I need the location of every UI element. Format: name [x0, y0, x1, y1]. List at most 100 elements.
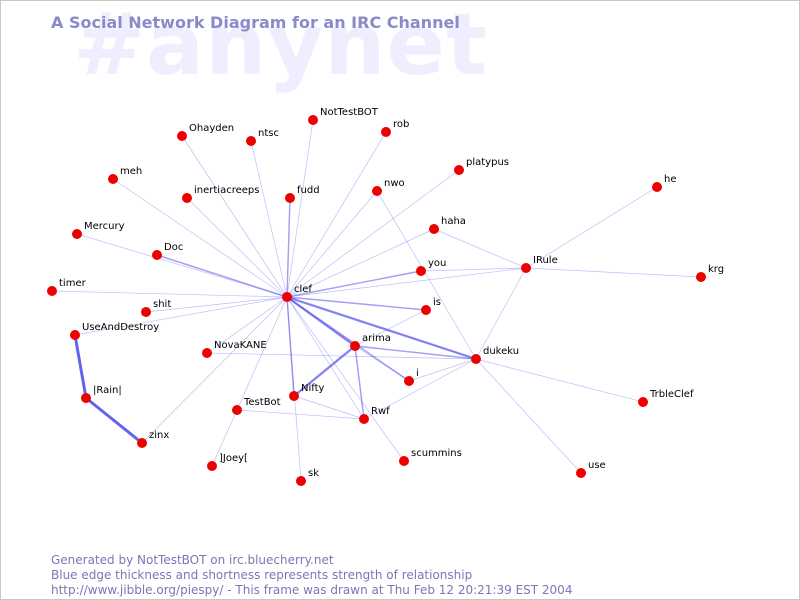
edge-clef-ntsc [250, 140, 288, 298]
edge-clef-Nifty [286, 296, 295, 397]
node-label: haha [441, 216, 466, 227]
footer-url-line: http://www.jibble.org/piespy/ - This fra… [51, 583, 573, 597]
edge-arima-dukeku [354, 345, 477, 360]
node-dot [471, 354, 481, 364]
node-he: he [652, 174, 677, 192]
node-IRule: IRule [521, 255, 558, 273]
node-label: use [588, 460, 606, 471]
node-dot [70, 330, 80, 340]
node-meh: meh [108, 166, 142, 184]
edge-IRule-dukeku [475, 267, 527, 360]
node-label: meh [120, 166, 142, 177]
node-shit: shit [141, 299, 171, 317]
node-Ohayden: Ohayden [177, 123, 234, 141]
node-label: zinx [149, 430, 169, 441]
node-dot [404, 376, 414, 386]
edge-clef-dukeku [285, 295, 478, 361]
node-dot [141, 307, 151, 317]
node-dot [289, 391, 299, 401]
node-label: shit [153, 299, 171, 310]
node-label: is [433, 297, 441, 308]
node-dot [454, 165, 464, 175]
node-label: ntsc [258, 128, 279, 139]
node-dot [416, 266, 426, 276]
node-label: he [664, 174, 677, 185]
node-label: |Rain| [93, 385, 122, 396]
edge-TestBot-Rwf [236, 409, 365, 420]
edge-arima-Nifty [292, 344, 357, 398]
node-label: you [428, 258, 446, 269]
edge-dukeku-i [408, 358, 477, 382]
node-krg: krg [696, 264, 724, 282]
node-Joey: ]Joey[ [207, 453, 248, 471]
node-label: TestBot [243, 397, 281, 408]
node-label: rob [393, 119, 409, 130]
node-label: platypus [466, 157, 509, 168]
edge-layer [51, 119, 702, 482]
node-you: you [416, 258, 446, 276]
node-nwo: nwo [372, 178, 405, 196]
edge-clef-haha [286, 228, 435, 298]
edge-clef-fudd [286, 197, 291, 298]
node-label: NovaKANE [214, 340, 267, 351]
edge-clef-IRule [286, 267, 527, 298]
node-label: clef [294, 284, 312, 295]
node-NotTestBOT: NotTestBOT [308, 107, 379, 125]
node-label: ]Joey[ [219, 453, 248, 464]
edge-clef-shit [145, 296, 288, 313]
node-ntsc: ntsc [246, 128, 279, 146]
node-label: scummins [411, 448, 462, 459]
node-dot [207, 461, 217, 471]
node-timer: timer [47, 278, 87, 296]
edge-arima-i [354, 345, 410, 382]
node-dot [399, 456, 409, 466]
node-dot [232, 405, 242, 415]
edge-he-IRule [525, 186, 658, 269]
node-dot [282, 292, 292, 302]
node-haha: haha [429, 216, 466, 234]
node-use: use [576, 460, 606, 478]
edge-clef-platypus [286, 169, 460, 298]
node-label: fudd [297, 185, 320, 196]
node-dot [137, 438, 147, 448]
node-dot [521, 263, 531, 273]
channel-watermark: #anynet [73, 0, 489, 95]
node-label: Mercury [84, 221, 125, 232]
node-dot [372, 186, 382, 196]
node-clef: clef [282, 284, 312, 302]
edge-clef-NovaKANE [206, 296, 288, 354]
edge-TestBot-Joey [211, 409, 238, 467]
diagram-title: A Social Network Diagram for an IRC Chan… [51, 13, 460, 32]
footer-legend-line: Blue edge thickness and shortness repres… [51, 568, 473, 582]
footer: Generated by NotTestBOT on irc.bluecherr… [51, 553, 572, 598]
node-label: inertiacreeps [194, 185, 259, 196]
node-label: TrbleClef [649, 389, 694, 400]
node-dot [350, 341, 360, 351]
node-zinx: zinx [137, 430, 169, 448]
node-dukeku: dukeku [471, 346, 519, 364]
node-Mercury: Mercury [72, 221, 125, 239]
node-dot [308, 115, 318, 125]
edge-clef-nwo [286, 190, 378, 298]
node-label: nwo [384, 178, 405, 189]
node-label: arima [362, 333, 391, 344]
edge-clef-Doc [156, 254, 288, 298]
edge-clef-you [286, 270, 422, 298]
node-dot [576, 468, 586, 478]
edge-dukeku-use [475, 358, 582, 474]
edge-clef-i [286, 296, 410, 382]
node-dot [285, 193, 295, 203]
edge-UseAndDestroy-Rain [73, 333, 88, 400]
edge-dukeku-TrbleClef [475, 358, 644, 403]
edge-clef-inertiacreeps [186, 197, 288, 298]
edge-clef-meh [112, 178, 288, 298]
node-fudd: fudd [285, 185, 320, 203]
node-dot [202, 348, 212, 358]
edge-clef-zinx [141, 296, 288, 444]
edge-clef-scummins [286, 296, 405, 462]
node-TestBot: TestBot [232, 397, 281, 415]
node-dot [296, 476, 306, 486]
node-dot [652, 182, 662, 192]
node-sk: sk [296, 468, 319, 486]
